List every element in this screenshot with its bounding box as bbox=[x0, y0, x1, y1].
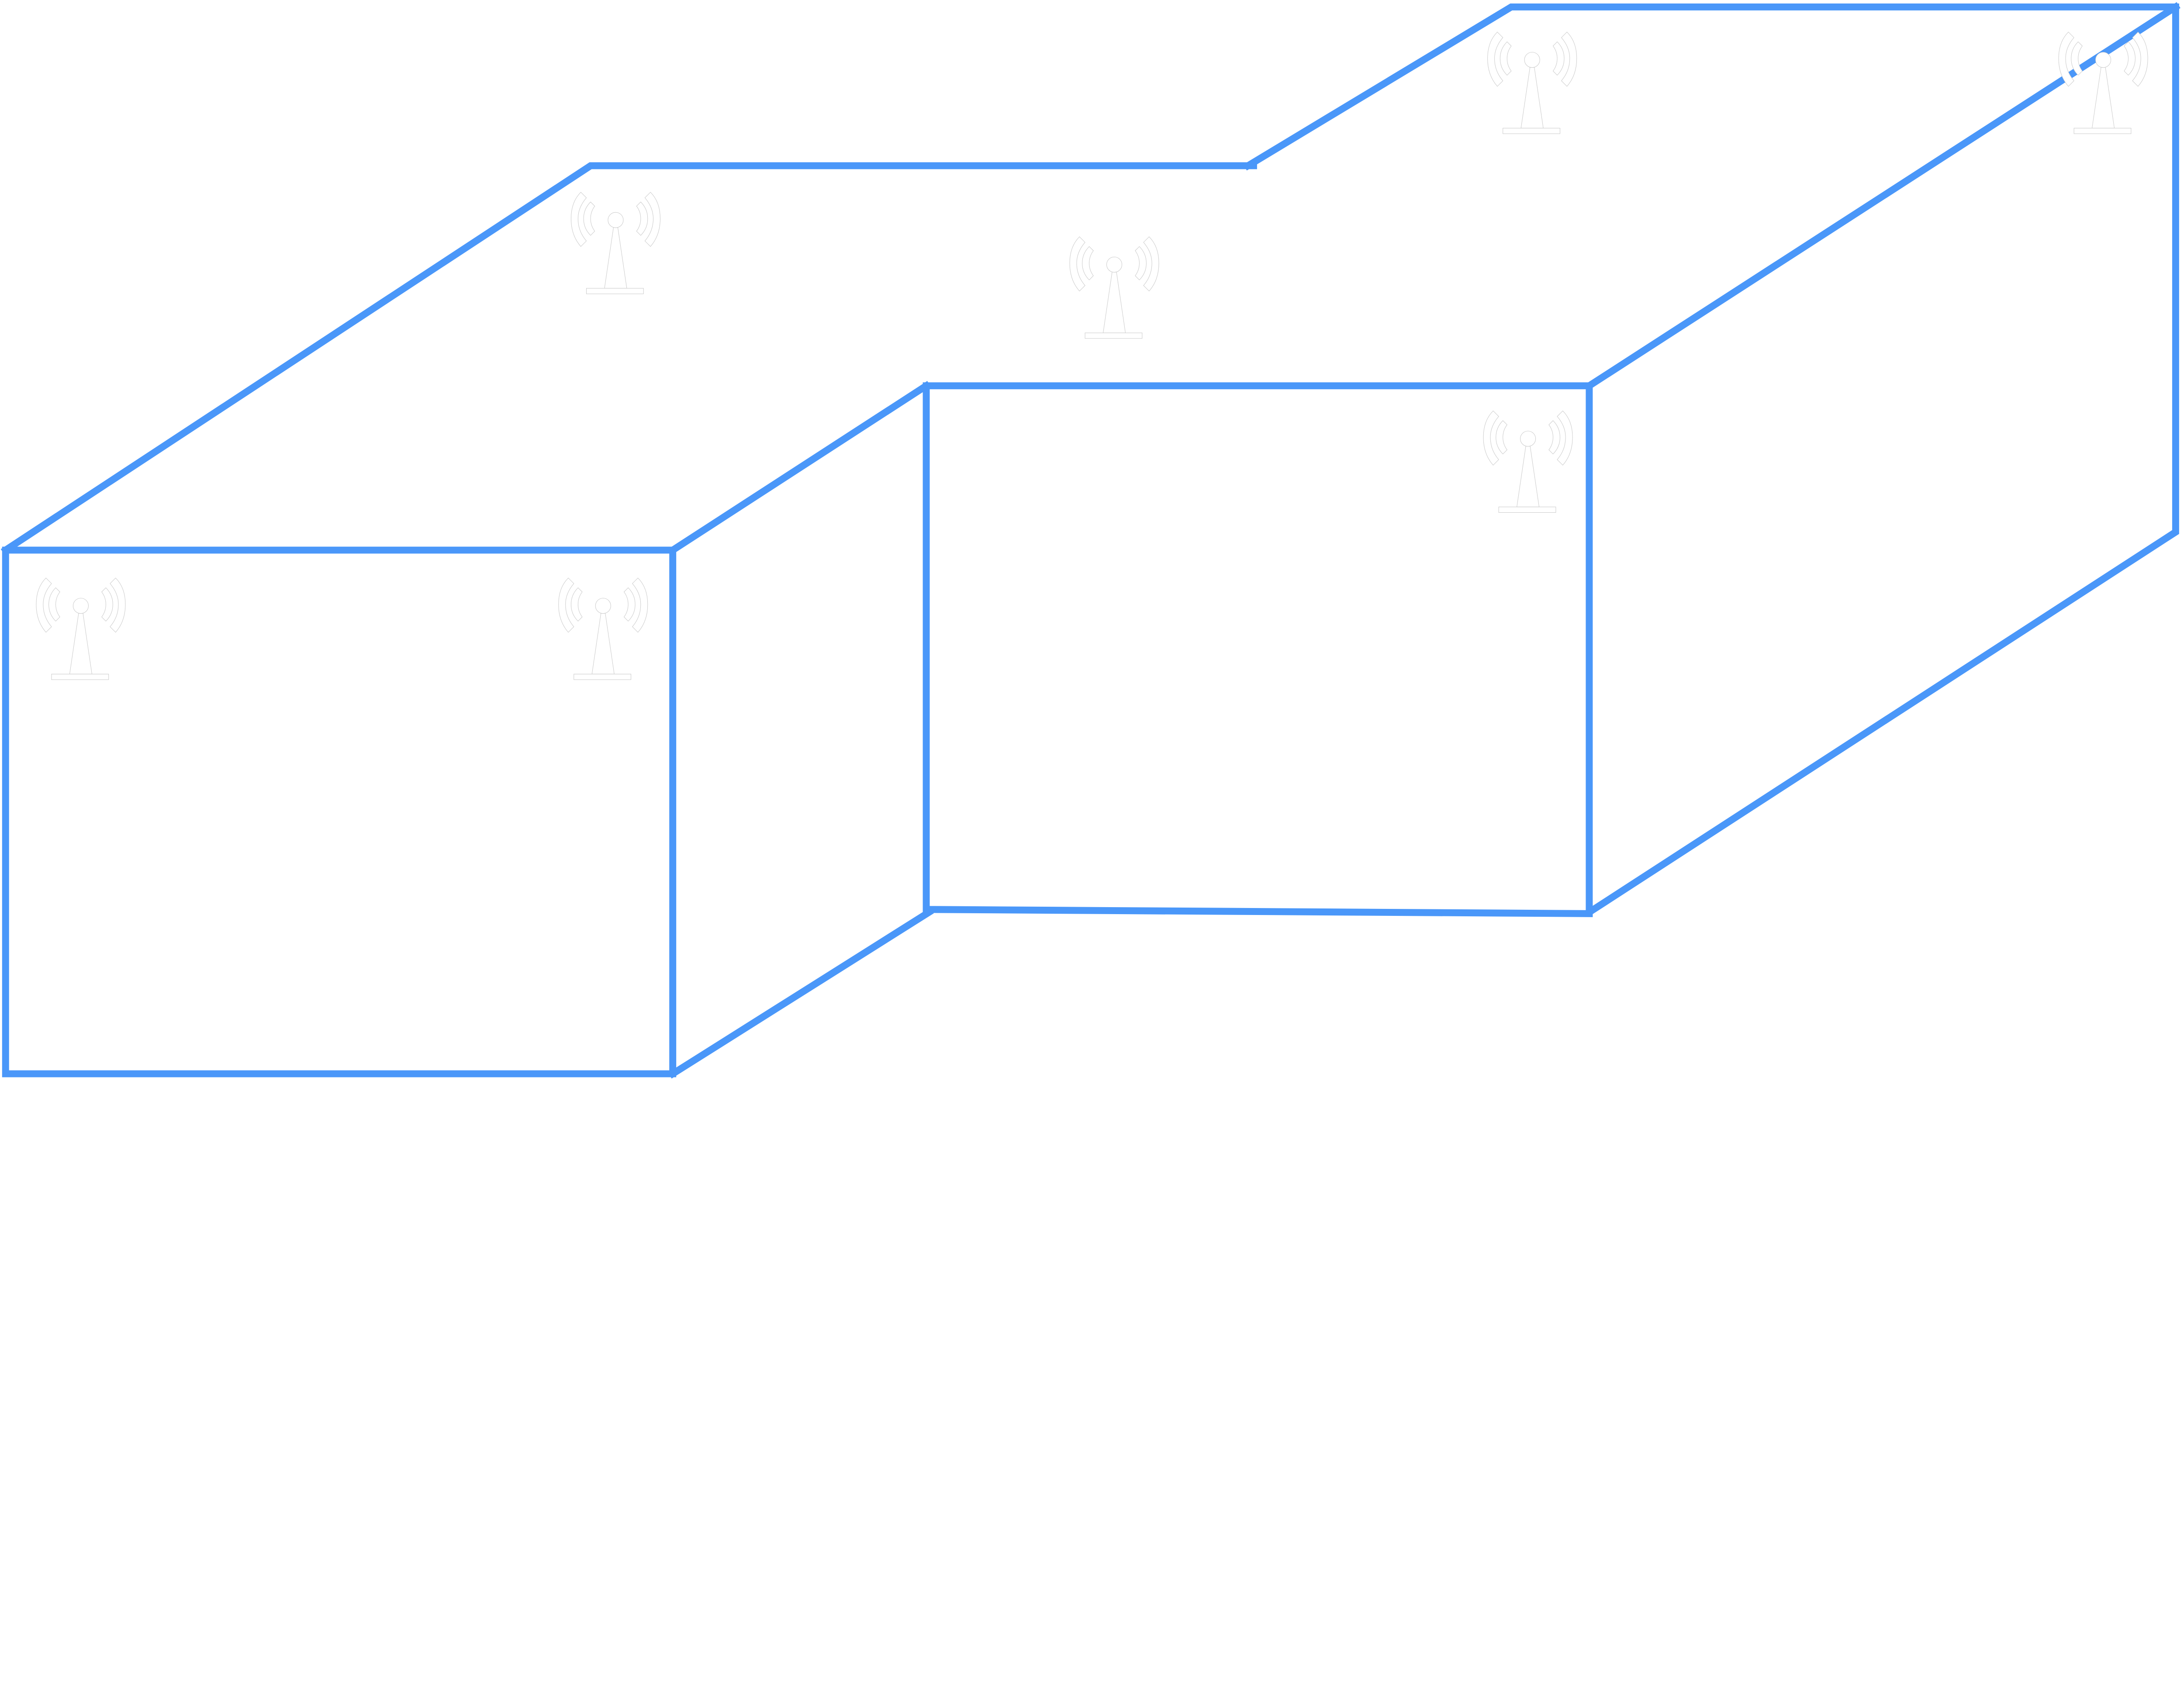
building-edges bbox=[0, 2, 2181, 1079]
antenna-tower-icon bbox=[1069, 236, 1160, 339]
top-right-slope-edge bbox=[1584, 2, 2181, 391]
building-outline-diagram bbox=[0, 2, 2181, 1079]
front-box-outline bbox=[2, 546, 677, 1077]
antenna-tower-icon bbox=[2058, 31, 2149, 135]
antenna-tower-icon bbox=[1487, 31, 1578, 135]
top-step-edge bbox=[1243, 3, 2179, 171]
lower-connector-edge bbox=[668, 907, 934, 1079]
middle-box-outline bbox=[923, 382, 1593, 917]
antenna-tower-icon bbox=[570, 191, 661, 295]
upper-connector-edge bbox=[668, 381, 931, 555]
right-side-edge bbox=[1584, 3, 2179, 917]
antenna-tower-icon bbox=[35, 577, 126, 680]
antenna-icons bbox=[35, 31, 2149, 680]
antenna-tower-icon bbox=[558, 577, 649, 680]
antenna-tower-icon bbox=[1482, 410, 1573, 514]
top-left-slope-edge bbox=[0, 162, 1257, 555]
